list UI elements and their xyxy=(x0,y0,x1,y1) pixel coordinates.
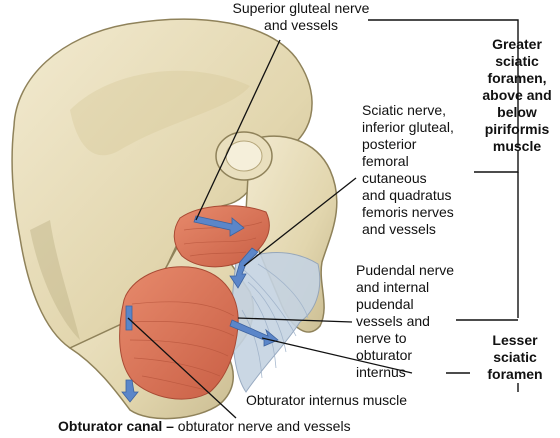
arrow-obturator-exit xyxy=(121,379,139,403)
obturator-canal-term: Obturator canal – xyxy=(58,418,174,434)
arrow-superior-gluteal xyxy=(193,215,245,237)
label-greater-sciatic-foramen: Greater sciatic foramen, above and below… xyxy=(482,36,552,154)
leader-obturator-internus xyxy=(261,337,413,374)
leader-superior xyxy=(195,39,281,221)
obturator-canal-description: obturator nerve and vessels xyxy=(173,418,351,434)
leader-pudendal xyxy=(237,317,353,323)
hip-bone xyxy=(11,18,313,353)
label-superior-gluteal: Superior gluteal nerve and vessels xyxy=(232,0,370,33)
bracket-greater xyxy=(368,19,519,148)
arrow-obturator-canal xyxy=(125,305,133,331)
label-lesser-sciatic-foramen: Lesser sciatic foramen xyxy=(470,332,560,383)
obturator-internus-muscle xyxy=(119,266,239,400)
leader-obturator-canal xyxy=(127,317,237,419)
label-sciatic-nerve: Sciatic nerve, inferior gluteal, posteri… xyxy=(362,102,454,237)
label-pudendal-nerve: Pudendal nerve and internal pudendal ves… xyxy=(356,262,455,380)
label-obturator-internus: Obturator internus muscle xyxy=(246,392,408,408)
label-obturator-canal: Obturator canal – obturator nerve and ve… xyxy=(58,418,478,435)
arrow-sciatic xyxy=(229,247,259,289)
leader-sciatic xyxy=(243,177,357,267)
